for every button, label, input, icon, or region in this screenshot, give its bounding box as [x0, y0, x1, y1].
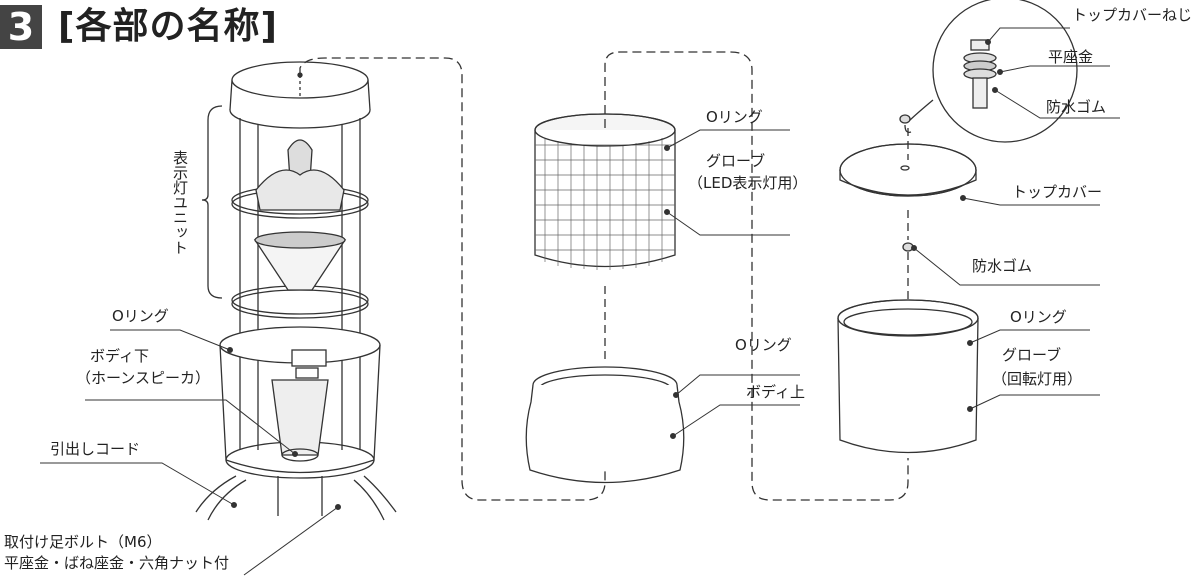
label-oring-left: Oリング [112, 307, 169, 325]
assembly-dash-lines [299, 51, 909, 501]
label-oring-mid-bottom: Oリング [735, 336, 792, 354]
label-waterproof-rubber-mid: 防水ゴム [972, 257, 1033, 275]
label-flat-washer: 平座金 [1048, 48, 1094, 66]
label-lead-cord: 引出しコード [50, 440, 141, 458]
label-foot-bolt: 取付け足ボルト（M6） [4, 533, 162, 551]
label-display-unit: 表示灯ユニット [171, 150, 189, 255]
label-globe-led-sub: （LED表示灯用） [688, 174, 808, 192]
label-foot-bolt-sub: 平座金・ばね座金・六角ナット付 [4, 554, 230, 572]
label-body-lower-sub: （ホーンスピーカ） [76, 369, 210, 387]
top-cover-and-globe-rotating [837, 0, 1078, 454]
label-top-cover: トップカバー [1012, 183, 1103, 201]
section-title: [各部の名称] [58, 6, 278, 47]
label-globe-rotating-sub: （回転灯用） [992, 370, 1083, 388]
label-globe-rotating: グローブ [1002, 346, 1062, 364]
label-waterproof-rubber-top: 防水ゴム [1046, 98, 1107, 116]
assembled-unit [195, 61, 397, 521]
section-number: 3 [0, 5, 42, 49]
globe-led-and-body-upper [525, 113, 685, 484]
label-globe-led: グローブ [706, 152, 766, 170]
label-oring-mid-top: Oリング [706, 108, 763, 126]
label-body-lower: ボディ下 [90, 347, 149, 365]
leader-lines [40, 27, 1120, 576]
label-top-cover-screw: トップカバーねじ [1072, 6, 1193, 24]
label-body-upper: ボディ上 [746, 383, 805, 401]
label-oring-right: Oリング [1010, 308, 1067, 326]
